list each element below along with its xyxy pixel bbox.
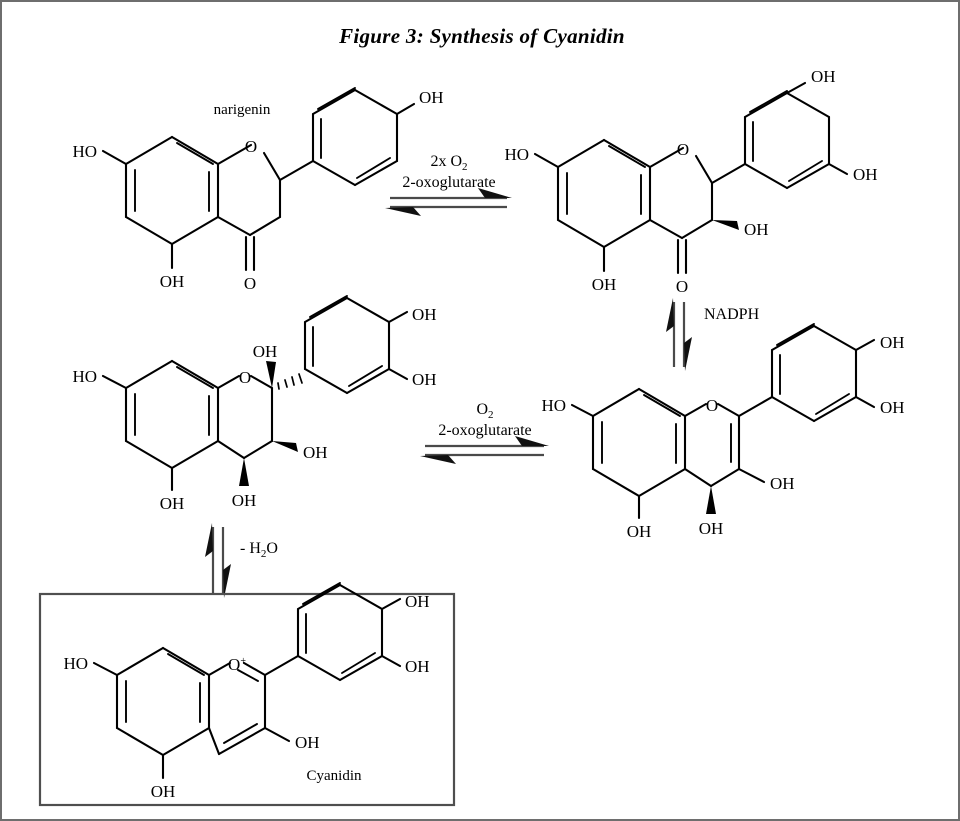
arrow-dihydroquercetin-to-leucocyanidin-ene: NADPH [666,298,760,371]
naringenin-ketone-oxygen-label: O [244,274,256,293]
leucocyanidin-ene-3prime-hydroxyl-label: OH [880,398,905,417]
molecule-cyanidin: O+ HO OH OH [63,582,430,801]
cyanidin-3-hydroxyl-label: OH [295,733,320,752]
molecule-leucocyanidin: O HO OH OH OH OH [72,295,437,513]
dihydroquercetin-a-ring [556,138,652,249]
leucocyanidin-ene-5-hydroxyl-label: OH [627,522,652,541]
leucocyanidin-ene-a-ring [591,387,687,498]
leucocyanidin-3-hydroxyl-label: OH [303,443,328,462]
cyanidin-3prime-hydroxyl-label: OH [405,657,430,676]
naringenin-name-label: narigenin [214,102,271,118]
molecule-naringenin: O O HO OH [72,87,444,293]
arrow3-reagent-oxygen: O2 [476,401,493,421]
dihydroquercetin-ketone-oxygen-label: O [676,277,688,296]
leucocyanidin-ene-4-hydroxyl-label: OH [699,519,724,538]
naringenin-7-hydroxyl-label: HO [72,142,97,161]
cyanidin-a-ring [115,646,211,757]
leucocyanidin-2-hydroxyl-wedge [266,361,276,388]
naringenin-b-ring [311,87,399,187]
cyanidin-4prime-hydroxyl-label: OH [405,592,430,611]
molecule-leucocyanidin-ene: O HO OH OH OH [541,323,905,541]
cyanidin-c-ring [207,661,267,756]
dihydroquercetin-4prime-hydroxyl-label: OH [811,67,836,86]
arrow-head-left [420,455,456,464]
arrow-head-left [385,207,421,216]
leucocyanidin-5-hydroxyl-label: OH [160,494,185,513]
naringenin-5-hydroxyl-label: OH [160,272,185,291]
arrow-head-right [478,188,512,198]
arrow-head-up [666,298,674,332]
leucocyanidin-3prime-hydroxyl-label: OH [412,370,437,389]
arrow1-reagent-oxoglutarate: 2-oxoglutarate [402,174,495,191]
arrow-head-down [223,564,231,598]
arrow-leucocyanidin-ene-to-leucocyanidin: O2 2-oxoglutarate [420,401,549,464]
dihydroquercetin-3-hydroxyl-wedge [712,220,739,230]
naringenin-4prime-hydroxyl-label: OH [419,88,444,107]
leucocyanidin-7-hydroxyl-label: HO [72,367,97,386]
arrow4-reagent-water-loss: - H2O [240,540,278,560]
page-title: Figure 3: Synthesis of Cyanidin [339,24,625,48]
dihydroquercetin-5-hydroxyl-label: OH [592,275,617,294]
naringenin-ketone [244,235,256,272]
leucocyanidin-ene-7-hydroxyl-label: HO [541,396,566,415]
cyanidin-ring-oxygen-label: O+ [228,655,246,674]
arrow-leucocyanidin-to-cyanidin: - H2O [205,523,278,598]
leucocyanidin-ene-4prime-hydroxyl-label: OH [880,333,905,352]
naringenin-ring-oxygen-label: O [245,137,257,156]
leucocyanidin-a-ring [124,359,220,470]
leucocyanidin-ene-4-hydroxyl-wedge [706,486,716,514]
naringenin-c-ring [216,143,282,237]
molecule-dihydroquercetin: O O HO OH OH [504,67,877,296]
cyanidin-product-box [38,592,456,807]
cyanidin-7-hydroxyl-label: HO [63,654,88,673]
leucocyanidin-4prime-hydroxyl-label: OH [412,305,437,324]
leucocyanidin-ene-c-ring [683,402,741,488]
leucocyanidin-3-hydroxyl-wedge [272,441,298,452]
cyanidin-5-hydroxyl-label: OH [151,782,176,801]
arrow-head-down [684,337,692,371]
leucocyanidin-ene-3-hydroxyl-label: OH [770,474,795,493]
dihydroquercetin-7-hydroxyl-label: HO [504,145,529,164]
leucocyanidin-2-hydroxyl-label: OH [253,342,278,361]
arrow-head-up [205,523,213,557]
arrow2-reagent-nadph: NADPH [704,306,760,323]
leucocyanidin-ene-ring-oxygen-label: O [706,396,718,415]
dihydroquercetin-b-ring [743,90,831,190]
dihydroquercetin-3-hydroxyl-label: OH [744,220,769,239]
leucocyanidin-c2-b-ring-hash-bond [277,373,303,390]
naringenin-a-ring [124,135,220,246]
dihydroquercetin-3prime-hydroxyl-label: OH [853,165,878,184]
leucocyanidin-c-ring [216,374,274,460]
arrow1-reagent-oxygen: 2x O2 [430,153,467,173]
dihydroquercetin-c-ring [648,146,714,240]
arrow-naringenin-to-dihydroquercetin: 2x O2 2-oxoglutarate [385,153,512,216]
dihydroquercetin-ring-oxygen-label: O [677,140,689,159]
leucocyanidin-4-hydroxyl-label: OH [232,491,257,510]
leucocyanidin-ring-oxygen-label: O [239,368,251,387]
leucocyanidin-ene-b-ring [770,323,858,423]
cyanidin-name-label: Cyanidin [307,768,362,784]
dihydroquercetin-ketone [676,238,688,275]
leucocyanidin-4-hydroxyl-wedge [239,458,249,486]
arrow-head-right [515,436,549,446]
leucocyanidin-b-ring [303,295,391,395]
cyanidin-b-ring [296,582,384,682]
arrow3-reagent-oxoglutarate: 2-oxoglutarate [438,422,531,439]
